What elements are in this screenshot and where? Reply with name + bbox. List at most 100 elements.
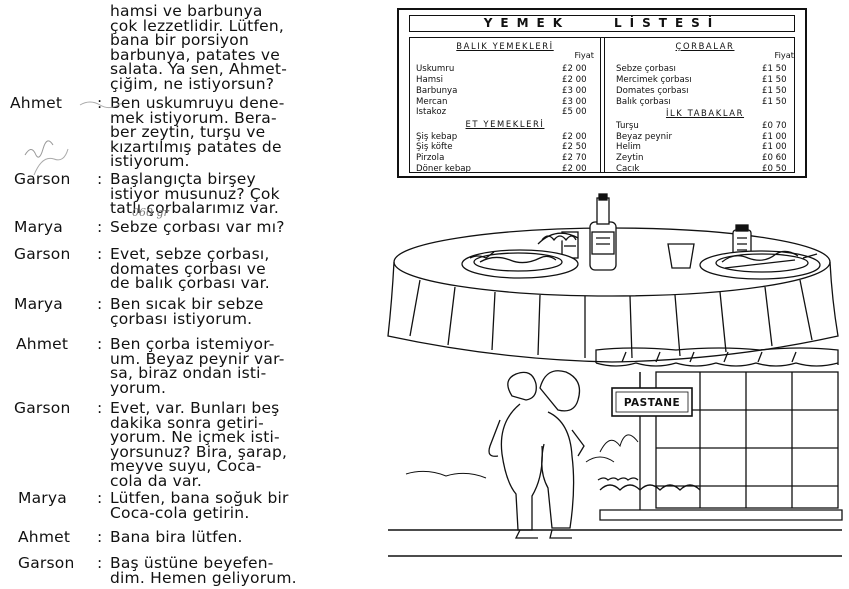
menu-item-price: £1 00 xyxy=(762,142,787,153)
speaker-name: Ahmet xyxy=(16,335,69,353)
menu-card: YEMEK LİSTESİ BALIK YEMEKLERİ Fiyat Uskum… xyxy=(397,8,807,178)
menu-item: Zeytin £0 60 xyxy=(616,153,794,164)
menu-item-name: Sebze çorbası xyxy=(616,64,676,75)
menu-divider xyxy=(600,38,605,172)
menu-item-name: Zeytin xyxy=(616,153,644,164)
menu-column-right: ÇORBALAR Fiyat Sebze çorbası £1 50 Mercim… xyxy=(616,41,794,174)
menu-item-price: £3 00 xyxy=(562,96,587,107)
menu-item: Domates çorbası £1 50 xyxy=(616,86,794,97)
dialogue-text: Baş üstüne beyefen- dim. Hemen geliyorum… xyxy=(110,554,297,587)
dialogue-text: Bana bira lütfen. xyxy=(110,528,243,546)
menu-item: Hamsi £2 00 xyxy=(416,75,594,86)
menu-item-price: £0 60 xyxy=(762,153,787,164)
speaker-colon: : xyxy=(97,554,103,572)
menu-item: Beyaz peynir£1 00 xyxy=(616,132,794,143)
menu-item-price: £0 50 xyxy=(762,163,787,174)
menu-item-name: Helim xyxy=(616,142,641,153)
dialogue-text: Ben uskumruyu dene- mek istiyorum. Bera-… xyxy=(110,94,285,171)
menu-item-name: Pirzola xyxy=(416,153,445,164)
speaker-colon: : xyxy=(97,295,103,313)
speaker-colon: : xyxy=(97,170,103,188)
dialogue-text: Lütfen, bana soğuk bir Coca-cola getirin… xyxy=(110,489,289,522)
speaker-name: Marya xyxy=(18,489,67,507)
dialogue-text: Ben sıcak bir sebze çorbası istiyorum. xyxy=(110,295,264,328)
menu-item-name: Mercimek çorbası xyxy=(616,75,692,86)
speaker-colon: : xyxy=(97,218,103,236)
menu-item-price: £1 50 xyxy=(762,75,787,86)
speaker-colon: : xyxy=(97,245,103,263)
menu-item: Uskumru £2 00 xyxy=(416,64,594,75)
menu-heading-meat: ET YEMEKLERİ xyxy=(465,118,545,129)
speaker-name: Marya xyxy=(14,218,63,236)
menu-item: Sebze çorbası £1 50 xyxy=(616,64,794,75)
menu-item-price: £2 00 xyxy=(562,163,587,174)
menu-item: Istakoz £5 00 xyxy=(416,107,594,118)
menu-item: Şiş kebap £2 00 xyxy=(416,132,594,143)
menu-body: BALIK YEMEKLERİ Fiyat Uskumru £2 00 Hamsi… xyxy=(409,37,795,174)
menu-heading-soups: ÇORBALAR xyxy=(675,41,735,51)
speaker-name: Garson xyxy=(14,245,71,263)
menu-item-name: Mercan xyxy=(416,96,448,107)
dialogue-text: Evet, var. Bunları beş dakika sonra geti… xyxy=(110,399,288,490)
menu-item-price: £3 00 xyxy=(562,85,587,96)
menu-heading-starters: İLK TABAKLAR xyxy=(665,108,745,119)
menu-item-price: £2 00 xyxy=(562,64,587,75)
menu-item-name: Şiş köfte xyxy=(416,142,453,153)
menu-item: Döner kebap £2 00 xyxy=(416,164,594,175)
menu-item-name: Uskumru xyxy=(416,64,455,75)
menu-item: Barbunya £3 00 xyxy=(416,86,594,97)
speaker-colon: : xyxy=(97,528,103,546)
menu-title-left: YEMEK xyxy=(483,16,571,30)
menu-item-name: Hamsi xyxy=(416,75,443,86)
menu-item-price: £5 00 xyxy=(562,107,587,118)
menu-item-name: Şiş kebap xyxy=(416,131,458,142)
menu-item: Şiş köfte £2 50 xyxy=(416,142,594,153)
speaker-colon: : xyxy=(97,399,103,417)
menu-item: Pirzola £2 70 xyxy=(416,153,594,164)
menu-column-left: BALIK YEMEKLERİ Fiyat Uskumru £2 00 Hamsi… xyxy=(416,41,594,174)
menu-item: Mercan £3 00 xyxy=(416,97,594,108)
menu-item-price: £2 00 xyxy=(562,75,587,86)
speaker-name: Ahmet xyxy=(10,94,63,112)
menu-item: Turşu £0 70 xyxy=(616,121,794,132)
menu-title: YEMEK LİSTESİ xyxy=(409,15,795,32)
menu-title-right: LİSTESİ xyxy=(614,16,721,30)
price-header: Fiyat xyxy=(574,49,594,60)
menu-item-name: Cacık xyxy=(616,163,640,174)
menu-item-price: £1 50 xyxy=(762,96,787,107)
dialogue-text: Sebze çorbası var mı? xyxy=(110,218,285,236)
speaker-colon: : xyxy=(97,335,103,353)
menu-item-name: Barbunya xyxy=(416,85,458,96)
menu-item: Mercimek çorbası £1 50 xyxy=(616,75,794,86)
menu-item-price: £1 50 xyxy=(762,85,787,96)
menu-item-name: Turşu xyxy=(616,120,639,131)
speaker-name: Ahmet xyxy=(18,528,71,546)
margin-note: 060 gr xyxy=(132,206,169,219)
speaker-name: Marya xyxy=(14,295,63,313)
pencil-scribble-drawing xyxy=(24,101,123,176)
shop-sign-label: PASTANE xyxy=(624,397,680,409)
dialogue-text: Başlangıçta birşey istiyor musunuz? Çok … xyxy=(110,170,280,218)
menu-item-price: £2 00 xyxy=(562,131,587,142)
menu-heading-fish: BALIK YEMEKLERİ xyxy=(456,41,554,51)
speaker-name: Garson xyxy=(18,554,75,572)
menu-item: Helim £1 00 xyxy=(616,142,794,153)
dialogue-text: Ben çorba istemiyor- um. Beyaz peynir va… xyxy=(110,335,285,397)
menu-item-price: £1 50 xyxy=(762,64,787,75)
dialogue-column: hamsi ve barbunya çok lezzetlidir. Lütfe… xyxy=(0,0,385,589)
menu-item-price: £2 50 xyxy=(562,142,587,153)
menu-item-name: Domates çorbası xyxy=(616,85,689,96)
speaker-colon: : xyxy=(97,489,103,507)
menu-item-price: £0 70 xyxy=(762,120,787,131)
menu-item-name: Istakoz xyxy=(416,107,447,118)
menu-item-name: Balık çorbası xyxy=(616,96,671,107)
menu-item: Cacık £0 50 xyxy=(616,164,794,175)
menu-item-price: £2 70 xyxy=(562,153,587,164)
menu-item-name: Döner kebap xyxy=(416,163,472,174)
dialogue-text: hamsi ve barbunya çok lezzetlidir. Lütfe… xyxy=(110,2,287,93)
speaker-name: Garson xyxy=(14,399,71,417)
speaker-name: Garson xyxy=(14,170,71,188)
dialogue-text: Evet, sebze çorbası, domates çorbası ve … xyxy=(110,245,270,293)
speaker-colon: : xyxy=(97,94,103,112)
price-header: Fiyat xyxy=(774,49,794,60)
